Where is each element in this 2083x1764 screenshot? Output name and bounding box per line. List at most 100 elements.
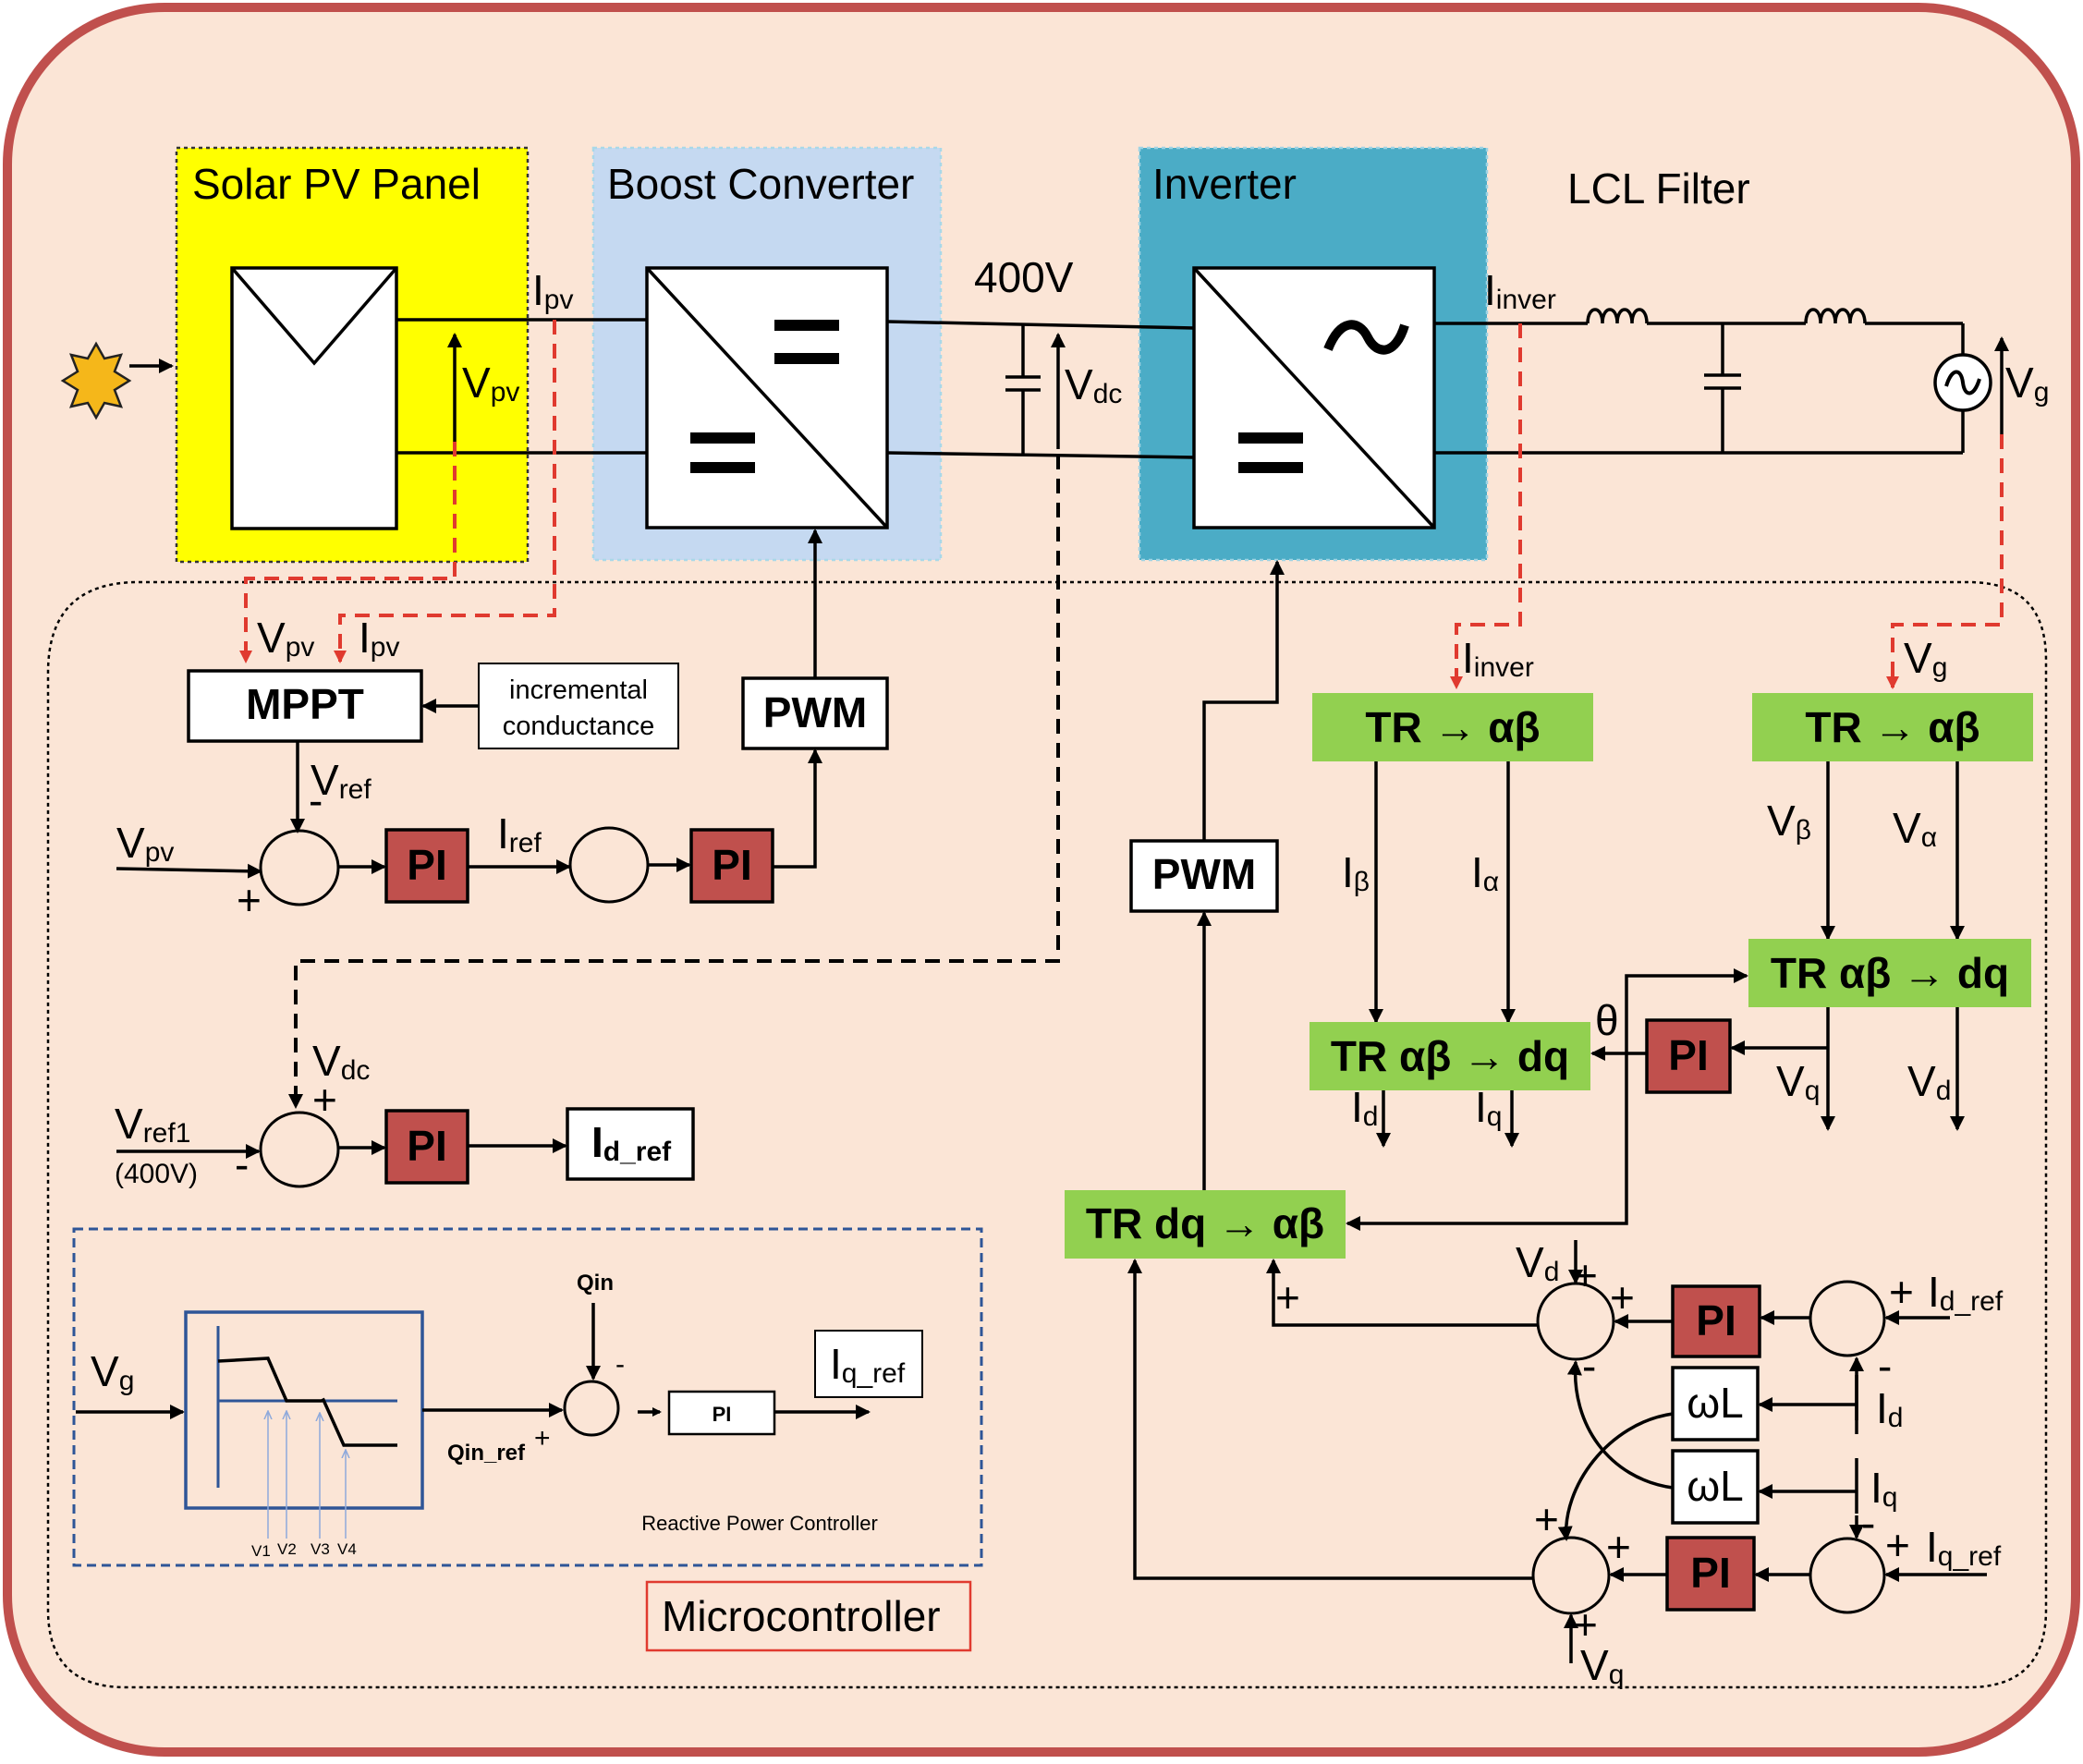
sum1-plus: + bbox=[237, 876, 262, 924]
id-ref-plus: + bbox=[1275, 1273, 1300, 1321]
pi-pll-label: PI bbox=[1668, 1031, 1708, 1079]
inverter-title: Inverter bbox=[1152, 160, 1297, 208]
vd-ff-plus: + bbox=[1573, 1251, 1598, 1299]
rpc-label: Reactive Power Controller bbox=[641, 1512, 878, 1535]
tr-voltage-ab-block bbox=[1752, 693, 2033, 761]
vd-out-label: Vd bbox=[1907, 1057, 1951, 1106]
droop-curve bbox=[217, 1356, 397, 1447]
inductor-2 bbox=[1804, 308, 1867, 324]
tr-voltage-dq-block bbox=[1748, 939, 2031, 1007]
pwm-boost-label: PWM bbox=[763, 688, 867, 736]
inductor-1 bbox=[1586, 308, 1649, 324]
tr-current-ab-label: TR → αβ bbox=[1365, 703, 1540, 751]
pi-q-label: PI bbox=[713, 1403, 732, 1426]
microcontroller-label-box bbox=[645, 1580, 972, 1652]
iinver-sense-label: Iinver bbox=[1462, 634, 1534, 683]
ipv-label: Ipv bbox=[532, 266, 573, 315]
lcl-filter-title: LCL Filter bbox=[1567, 164, 1750, 213]
id-feedback-minus: - bbox=[1878, 1342, 1892, 1390]
ialpha-label: Iα bbox=[1471, 848, 1499, 897]
boost-converter-title: Boost Converter bbox=[607, 160, 914, 208]
inv-dc-symbol bbox=[1238, 432, 1303, 444]
pi-block-q-current bbox=[1665, 1536, 1756, 1612]
tr-voltage-ab-label: TR → αβ bbox=[1805, 703, 1979, 751]
vref1-value: (400V) bbox=[115, 1159, 198, 1189]
vbeta-label: Vβ bbox=[1767, 797, 1811, 846]
vref1-label: Vref1 bbox=[115, 1100, 190, 1149]
v1-label: V1 bbox=[251, 1542, 271, 1560]
omega-l-1-label: ωL bbox=[1687, 1379, 1744, 1427]
pi-d-label: PI bbox=[1696, 1296, 1736, 1344]
sumd-out-plus: + bbox=[1610, 1273, 1635, 1321]
valpha-label: Vα bbox=[1893, 804, 1937, 853]
sumq-out-to-trdq bbox=[1127, 1259, 1533, 1580]
vpv-input-label: Vpv bbox=[116, 819, 174, 868]
pwm-inverter-label: PWM bbox=[1152, 850, 1256, 898]
vd-ff-label: Vd bbox=[1516, 1238, 1559, 1287]
vq-ff-label: Vq bbox=[1580, 1641, 1624, 1690]
pi-block-pll bbox=[1645, 1018, 1732, 1094]
vdc-sense-line bbox=[288, 455, 1060, 1109]
vq-ff-plus: + bbox=[1573, 1600, 1598, 1648]
grid-sine-icon bbox=[1944, 370, 1981, 395]
dc-voltage-label: 400V bbox=[974, 253, 1074, 301]
iq-out-label: Iq bbox=[1475, 1083, 1502, 1132]
theta-to-voltage-dq bbox=[1625, 968, 1748, 1053]
qin-minus: - bbox=[615, 1349, 625, 1380]
incremental-label: incremental bbox=[509, 675, 648, 705]
summing-junction-q bbox=[563, 1380, 620, 1437]
iq-ref-block bbox=[814, 1330, 923, 1398]
pv-module-triangle bbox=[230, 266, 398, 366]
omega-l-2-label: ωL bbox=[1687, 1462, 1744, 1510]
conductance-label: conductance bbox=[503, 712, 654, 741]
pi-q-current-label: PI bbox=[1690, 1549, 1730, 1597]
sumq-out-plus-left: + bbox=[1534, 1495, 1559, 1543]
vg-label: Vg bbox=[2005, 359, 2049, 408]
qin-ref-label: Qin_ref bbox=[447, 1441, 526, 1466]
sun-icon bbox=[60, 341, 132, 420]
iq-tap-label: Iq bbox=[1870, 1464, 1897, 1513]
inverter-diagonal bbox=[1192, 266, 1436, 529]
qin-label: Qin bbox=[577, 1271, 614, 1296]
sumd-out-minus: - bbox=[1582, 1342, 1596, 1390]
dc-link-bottom bbox=[886, 451, 1195, 459]
vref-label: Vref bbox=[311, 756, 372, 805]
ipv-sense-line bbox=[334, 320, 556, 663]
rpc-vg-label: Vg bbox=[91, 1347, 134, 1396]
vdc-feedback-label: Vdc bbox=[312, 1037, 370, 1086]
mppt-label: MPPT bbox=[246, 680, 364, 728]
qin-ref-plus: + bbox=[534, 1423, 551, 1454]
vg-sense-label: Vg bbox=[1904, 634, 1947, 683]
pwm-to-inverter bbox=[1202, 560, 1285, 841]
omega-l-block-1 bbox=[1671, 1366, 1760, 1442]
tr-current-dq-block bbox=[1309, 1022, 1590, 1090]
tr-dq-ab-label: TR dq → αβ bbox=[1086, 1199, 1324, 1247]
dc-symbol-bottom2 bbox=[690, 462, 755, 473]
tr-current-dq-label: TR αβ → dq bbox=[1331, 1032, 1569, 1080]
vpv-label: Vpv bbox=[462, 359, 519, 408]
tr-dq-ab-block bbox=[1065, 1190, 1346, 1259]
vq-out-label: Vq bbox=[1776, 1057, 1820, 1106]
microcontroller-label: Microcontroller bbox=[662, 1592, 941, 1640]
pv-module-icon bbox=[230, 266, 398, 530]
solar-pv-panel-title: Solar PV Panel bbox=[192, 160, 481, 208]
sumd-out-to-trdq bbox=[1266, 1259, 1538, 1327]
dc-link-top bbox=[886, 320, 1195, 330]
sum3-minus: - bbox=[235, 1140, 249, 1188]
id-out-label: Id bbox=[1351, 1083, 1378, 1132]
converter-diagonal bbox=[645, 266, 889, 529]
pi-1-label: PI bbox=[407, 841, 446, 889]
id-ref-block bbox=[566, 1107, 695, 1181]
tr-current-ab-block bbox=[1312, 693, 1593, 761]
pi-3-label: PI bbox=[407, 1122, 446, 1170]
tr-voltage-dq-label: TR αβ → dq bbox=[1771, 949, 2009, 997]
iinver-sense-line bbox=[1450, 323, 1522, 689]
iref-label: Iref bbox=[497, 809, 542, 858]
vpv-sense-line bbox=[239, 442, 457, 663]
mppt-block bbox=[187, 669, 423, 743]
cross-coupling-1 bbox=[1557, 1412, 1674, 1541]
dc-symbol-top2 bbox=[774, 353, 839, 364]
id-ref-block-label: Id_ref bbox=[591, 1118, 672, 1167]
